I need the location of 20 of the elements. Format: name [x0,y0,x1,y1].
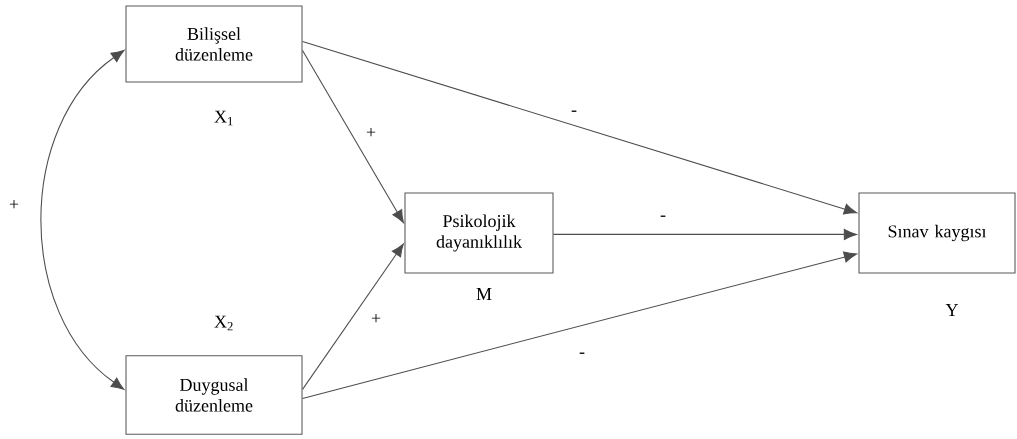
variable-box: Bilişsel düzenleme [125,5,303,83]
arrow [302,49,404,224]
arrow [553,228,857,240]
edge-label: + [366,127,376,137]
edge-label: - [579,352,585,354]
arrow [302,243,404,390]
edge-label: - [571,110,577,112]
arrow [40,50,125,390]
edge-label: + [371,313,381,323]
variable-box: Sınav kaygısı [858,192,1016,274]
variable-box: Psikolojik dayanıklılık [404,192,554,274]
variable-symbol: X$_{1}$ [214,110,233,126]
variable-box: Duygusal düzenleme [125,355,303,435]
arrow [302,40,858,215]
variable-symbol: Y [945,304,959,316]
arrow [302,251,858,399]
variable-symbol: M [476,288,492,300]
edge-label: - [660,215,666,217]
variable-symbol: X$_{2}$ [214,315,233,331]
edge-label: + [9,199,19,209]
